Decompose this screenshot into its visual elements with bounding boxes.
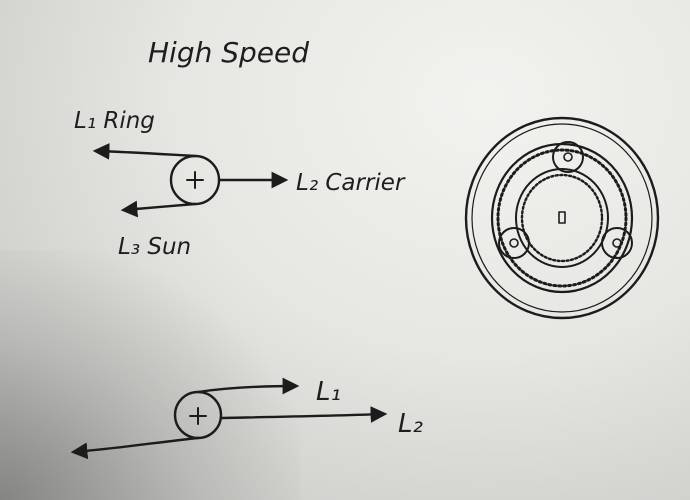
sun-gear-shaft [558,211,566,224]
l2-label: L₂ [398,409,423,439]
ring-gear-teeth-outer [490,142,634,294]
sun-arrow [120,200,197,218]
l2-arrow [219,406,388,423]
carrier-label: L₂ Carrier [296,170,406,196]
outer-ring-inner-edge [471,123,653,313]
left-arrow [70,436,200,460]
top-pivot-cross [186,171,204,189]
sun-label: L₃ Sun [118,234,191,260]
ring-arrow [92,142,197,160]
sun-gear-teeth [520,173,604,263]
sun-gear-outline [515,168,609,268]
top-lever-diagram: L₁ Ring L₂ Carrier L₃ Sun [74,108,406,260]
ring-label: L₁ Ring [74,108,155,134]
bottom-lever-diagram: L₁ L₂ [70,377,423,460]
ring-gear-teeth [496,148,628,288]
planet-gear-right-outline [601,227,633,259]
bottom-pivot-cross [189,407,207,425]
planet-gear-left-pin [509,238,519,248]
outer-ring-outline [464,116,660,320]
l1-arrow [196,377,300,395]
planetary-gear-sketch [464,116,660,320]
planet-gear-top [552,141,584,173]
planet-gear-top-pin [563,152,573,162]
planet-gear-left-outline [498,227,530,259]
title-text: High Speed [148,36,309,69]
planet-gear-left [498,227,530,259]
l1-label: L₁ [316,377,341,407]
planet-gear-right [601,227,633,259]
planet-gear-right-pin [612,238,622,248]
planet-gear-top-outline [552,141,584,173]
paper-shadow [0,250,300,500]
